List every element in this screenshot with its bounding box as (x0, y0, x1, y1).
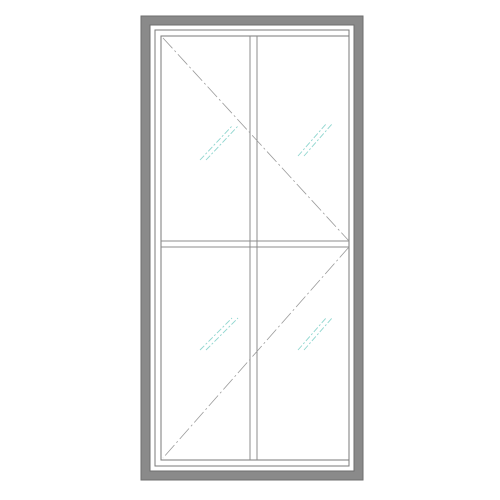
opening-line-upper (162, 37, 350, 242)
glass-reflection-icon (199, 125, 239, 161)
opening-indicator (162, 37, 350, 459)
glass-reflection-icon (297, 317, 333, 351)
window-frame-inner-edge (149, 24, 355, 472)
muntin-group (161, 36, 349, 460)
glass-reflections (199, 123, 333, 351)
opening-line-lower (162, 246, 350, 459)
glass-reflection-icon (199, 317, 239, 351)
window-frame-outer-edge (140, 15, 364, 481)
glass-outline (160, 35, 350, 461)
glass-reflection-icon (297, 123, 333, 157)
